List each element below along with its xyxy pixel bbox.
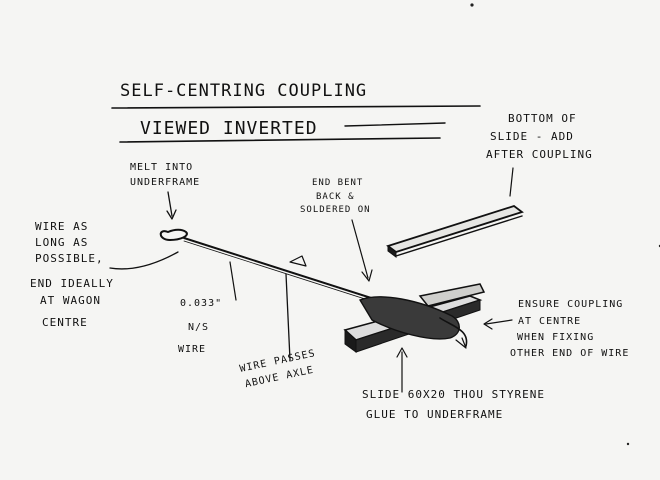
label-wire-size-line-1: 0.033"	[180, 298, 222, 309]
label-ensure-line-3: WHEN FIXING	[517, 332, 594, 343]
arrow-end-bent-head	[361, 269, 373, 282]
title-underline-1	[111, 105, 481, 109]
label-bottom-slide: BOTTOM OF SLIDE - ADD AFTER COUPLING	[486, 112, 593, 161]
label-wire-long-line-2: LONG AS	[35, 236, 88, 249]
label-melt-into-line-2: UNDERFRAME	[130, 177, 200, 188]
scan-speck	[626, 442, 630, 446]
slide-bottom-strip-underside	[395, 215, 523, 257]
label-bottom-slide-line-2: SLIDE - ADD	[490, 130, 574, 143]
arrow-ensure-head	[483, 318, 493, 330]
title-line-1: SELF-CENTRING COUPLING	[120, 81, 367, 101]
label-wire-long-line-4: END IDEALLY	[30, 277, 114, 290]
arrow-slide-head	[396, 347, 408, 358]
coupling-bar	[418, 283, 486, 307]
arrow-melt-into	[167, 191, 173, 217]
coupling-hook-tip	[455, 337, 467, 349]
label-bottom-slide-line-3: AFTER COUPLING	[486, 148, 593, 161]
label-wire-passes: WIRE PASSES ABOVE AXLE	[239, 347, 327, 391]
label-ensure-line-1: ENSURE COUPLING	[518, 299, 623, 310]
label-ensure: ENSURE COUPLING AT CENTRE WHEN FIXING OT…	[510, 299, 630, 359]
label-wire-long-line-6: CENTRE	[42, 316, 88, 329]
label-wire-long: WIRE AS LONG AS POSSIBLE, END IDEALLY AT…	[30, 220, 121, 329]
label-slide-line-1: SLIDE 60X20 THOU STYRENE	[362, 388, 545, 401]
title-line-2: VIEWED INVERTED	[140, 118, 318, 139]
label-ensure-line-2: AT CENTRE	[518, 316, 581, 327]
label-ensure-line-4: OTHER END OF WIRE	[510, 348, 629, 359]
strike-through	[344, 122, 446, 127]
label-bottom-slide-line-1: BOTTOM OF	[508, 112, 577, 125]
label-wire-long-line-1: WIRE AS	[35, 220, 88, 233]
slide-bottom-strip-edge	[387, 245, 397, 258]
label-melt-into: MELT INTO UNDERFRAME	[130, 162, 200, 188]
label-slide: SLIDE 60X20 THOU STYRENE GLUE TO UNDERFR…	[362, 388, 553, 421]
label-end-bent: END BENT BACK & SOLDERED ON	[300, 178, 371, 215]
slide-bottom-strip	[386, 205, 524, 253]
scan-speck	[470, 3, 474, 7]
arrow-end-bent	[351, 219, 369, 279]
axle-marker-arrow	[289, 255, 307, 267]
label-wire-size-line-2: N/S	[188, 322, 209, 333]
label-melt-into-line-1: MELT INTO	[130, 162, 193, 173]
label-slide-line-2: GLUE TO UNDERFRAME	[366, 408, 503, 421]
arrow-ensure	[485, 319, 513, 325]
leader-wire-passes	[285, 273, 291, 361]
label-end-bent-line-2: BACK &	[316, 192, 355, 202]
wire-loop-end	[159, 228, 188, 241]
coupling-hook-tail	[439, 317, 468, 347]
label-end-bent-line-1: END BENT	[312, 178, 363, 188]
label-wire-long-line-5: AT WAGON	[40, 294, 101, 307]
leader-wire-size	[229, 261, 237, 301]
leader-bottom-slide	[509, 167, 514, 197]
label-wire-long-line-3: POSSIBLE,	[35, 252, 104, 265]
title-underline-2	[119, 137, 441, 143]
leader-wire-long	[109, 251, 179, 270]
label-end-bent-line-3: SOLDERED ON	[300, 205, 371, 215]
label-wire-size-line-3: WIRE	[178, 344, 206, 355]
label-wire-size: 0.033" N/S WIRE	[178, 298, 229, 355]
arrow-melt-into-head	[166, 209, 177, 220]
